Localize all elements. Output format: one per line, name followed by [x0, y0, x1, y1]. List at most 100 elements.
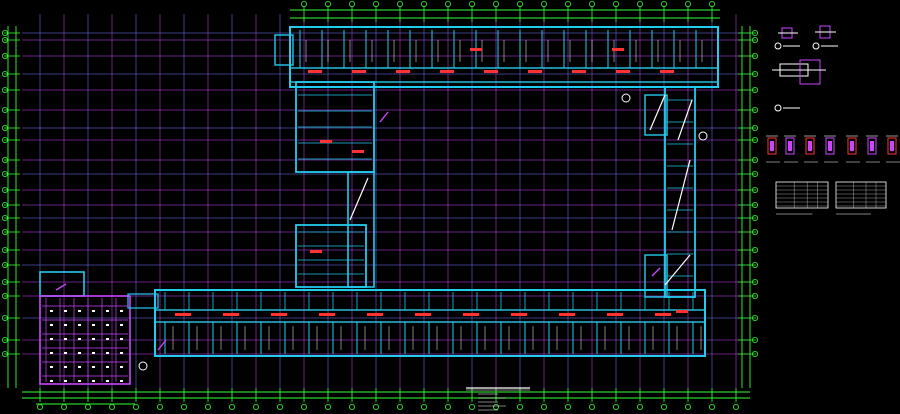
steel-mark	[655, 313, 671, 316]
axis-bubble	[2, 107, 8, 114]
dimension-lines	[4, 6, 756, 405]
axis-bubble	[2, 186, 8, 193]
steel-mark	[470, 48, 482, 51]
axis-bubble	[372, 1, 379, 7]
annex-connector	[127, 293, 159, 309]
axis-bubble	[396, 403, 403, 410]
axis-bubble	[752, 228, 759, 235]
column-mark	[106, 380, 109, 382]
axis-bubble	[2, 29, 8, 36]
steel-mark	[607, 313, 623, 316]
column-detail-core	[788, 141, 792, 151]
axis-bubble	[2, 278, 8, 285]
axis-bubble	[444, 1, 451, 7]
axis-bubbles	[2, 1, 759, 410]
steel-mark	[528, 70, 542, 73]
column-mark	[92, 380, 95, 382]
steel-mark	[415, 313, 431, 316]
axis-bubble	[324, 1, 331, 7]
axis-bubble	[752, 53, 759, 60]
axis-bubble	[752, 292, 759, 299]
axis-bubble	[2, 336, 8, 343]
axis-bubble	[348, 1, 355, 7]
column-mark	[120, 324, 123, 326]
brace-right-3	[649, 94, 666, 131]
column-mark	[64, 338, 67, 340]
column-detail-core	[870, 141, 874, 151]
steel-mark	[463, 313, 479, 316]
axis-bubble	[204, 403, 211, 410]
detail-bubble	[774, 104, 782, 112]
axis-bubble	[752, 201, 759, 208]
column-mark	[92, 310, 95, 312]
table-border	[775, 181, 829, 209]
column-mark	[92, 352, 95, 354]
slash-mark	[651, 267, 661, 277]
steel-mark	[484, 70, 498, 73]
steel-mark	[616, 70, 630, 73]
axis-bubble	[252, 403, 259, 410]
axis-bubble	[589, 1, 596, 7]
steel-mark	[310, 250, 322, 253]
axis-bubble	[2, 156, 8, 163]
axis-bubble	[661, 403, 668, 410]
axis-bubble	[733, 403, 740, 410]
axis-bubble	[2, 201, 8, 208]
column-mark	[106, 366, 109, 368]
steel-mark	[320, 140, 332, 143]
column-mark	[50, 366, 53, 368]
column-mark	[64, 310, 67, 312]
section-detail-2	[812, 25, 838, 50]
annex-lower-block	[39, 295, 131, 385]
column-mark	[50, 324, 53, 326]
axis-bubble	[661, 1, 668, 7]
steel-mark	[223, 313, 239, 316]
axis-bubble	[492, 403, 499, 410]
detail-bubble	[774, 42, 782, 50]
axis-bubble	[2, 292, 8, 299]
axis-bubble	[752, 314, 759, 321]
column-mark	[78, 380, 81, 382]
axis-bubble	[348, 403, 355, 410]
column-mark	[78, 366, 81, 368]
column-mark	[78, 324, 81, 326]
column-mark	[50, 338, 53, 340]
axis-bubble	[685, 1, 692, 7]
left-wing-outer-wall	[295, 81, 375, 173]
left-lower-block	[295, 224, 367, 288]
axis-bubble	[2, 261, 8, 268]
section-marker	[621, 93, 631, 103]
axis-bubble	[468, 1, 475, 7]
steel-mark	[271, 313, 287, 316]
diagonal-braces	[349, 94, 693, 286]
detail-box	[799, 59, 821, 85]
axis-bubble	[541, 403, 548, 410]
column-detail-outline	[767, 137, 777, 155]
column-mark	[64, 352, 67, 354]
column-detail-core	[808, 141, 812, 151]
steel-mark	[319, 313, 335, 316]
axis-bubble	[637, 1, 644, 7]
column-mark	[92, 338, 95, 340]
column-detail-core	[850, 141, 854, 151]
axis-bubble	[752, 125, 759, 132]
room-partitions	[42, 30, 703, 382]
axis-bubble	[300, 1, 307, 7]
axis-bubble	[613, 403, 620, 410]
detail-panel	[766, 25, 900, 215]
column-section-details	[766, 135, 900, 163]
axis-bubble	[2, 246, 8, 253]
axis-bubble	[752, 214, 759, 221]
column-detail-core	[828, 141, 832, 151]
top-left-annex	[274, 34, 294, 66]
right-wing-inner	[644, 94, 668, 136]
axis-bubble	[752, 107, 759, 114]
axis-bubble	[2, 314, 8, 321]
brace-right-1	[671, 159, 691, 231]
axis-bubble	[2, 228, 8, 235]
column-detail-outline	[805, 137, 815, 155]
axis-bubble	[156, 403, 163, 410]
column-mark	[64, 324, 67, 326]
column-mark	[78, 338, 81, 340]
axis-bubble	[541, 1, 548, 7]
